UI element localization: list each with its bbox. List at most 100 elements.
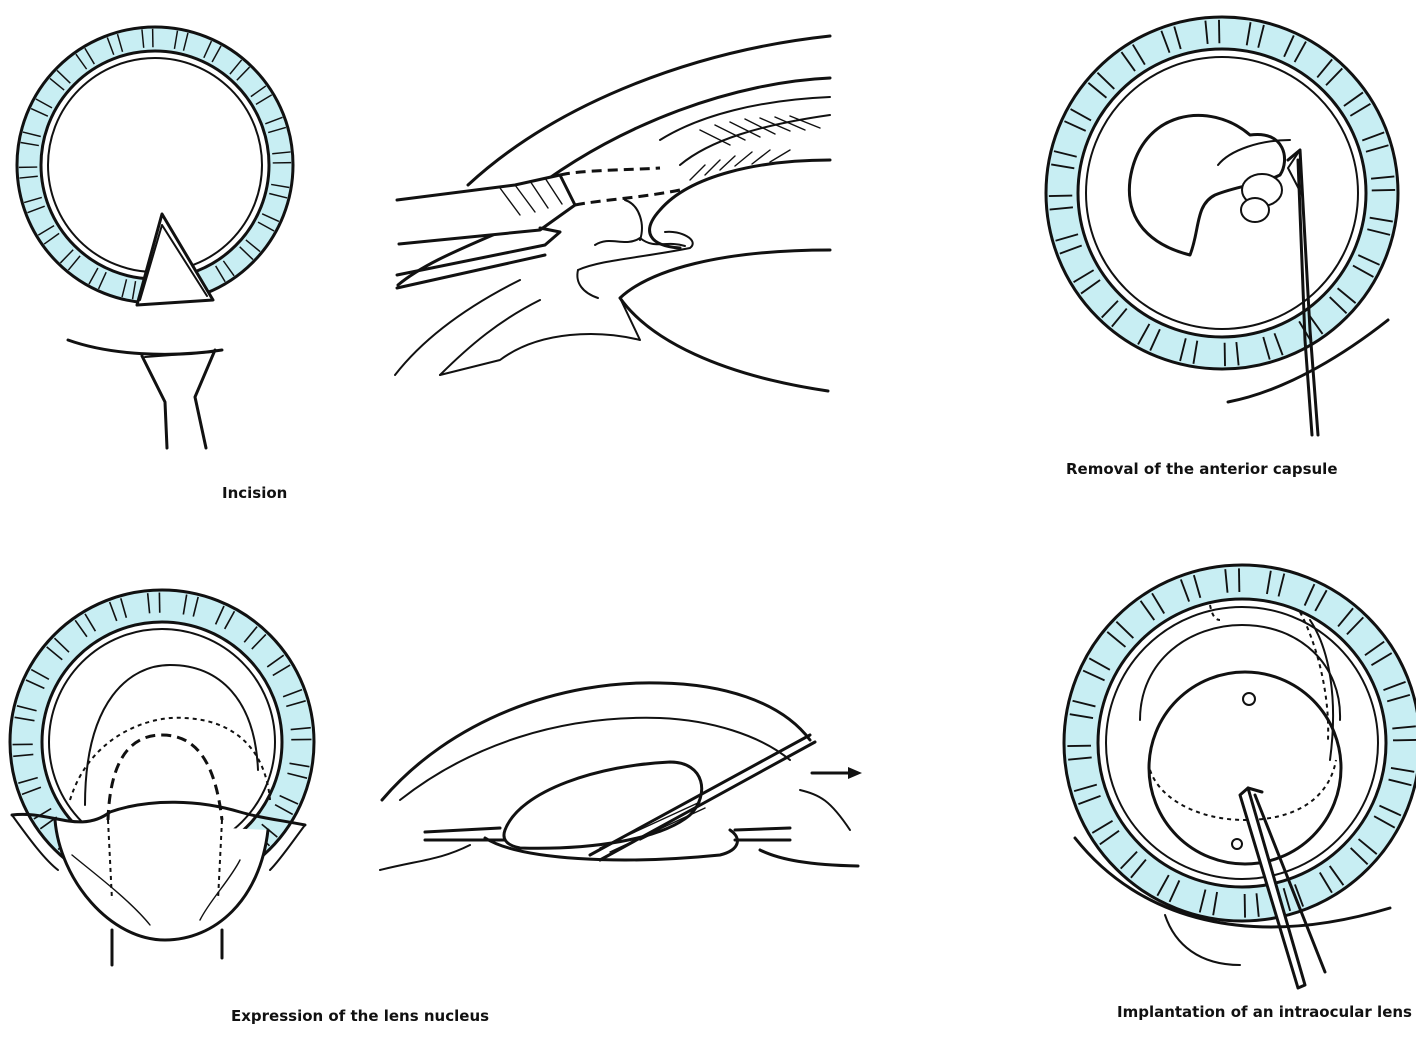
limbus-tick: [75, 53, 88, 70]
limbus-tick: [1369, 216, 1393, 223]
limbus-tick: [274, 803, 294, 816]
limbus-tick: [1314, 589, 1328, 612]
limbus-tick: [59, 249, 74, 264]
limbus-tick: [255, 94, 273, 105]
limbus-tick: [43, 232, 60, 245]
limbus-tick: [1073, 783, 1098, 793]
limbus-tick: [1262, 336, 1271, 360]
limbus-tick: [203, 40, 213, 59]
limbus-tick: [1049, 206, 1074, 211]
limbus-tick: [192, 596, 199, 617]
limbus-tick: [120, 598, 128, 618]
limbus-tick: [56, 69, 71, 84]
limbus-tick: [1386, 693, 1411, 703]
limbus-tick: [1053, 150, 1077, 158]
limbus-tick: [84, 47, 95, 65]
limbus-tick: [1390, 766, 1415, 773]
limbus-tick: [1120, 850, 1138, 870]
limbus-tick: [1151, 592, 1166, 615]
limbus-tick: [1346, 616, 1364, 636]
limbus-tick: [33, 807, 52, 820]
limbus-tick: [1069, 713, 1094, 720]
limbus-tick: [250, 85, 267, 98]
limbus-tick: [223, 610, 236, 630]
limbus-tick: [215, 265, 226, 283]
limbus-tick: [1283, 35, 1295, 58]
cystotome-needle: [1286, 148, 1320, 437]
limbus-tick: [1255, 893, 1260, 917]
limbus-tick: [1080, 279, 1101, 295]
limbus-tick: [74, 619, 88, 638]
lens-nucleus: [502, 760, 704, 850]
limbus-tick: [21, 786, 42, 796]
limbus-tick: [1212, 891, 1219, 916]
limbus-tick: [1224, 569, 1229, 593]
limbus-tick: [1245, 22, 1252, 46]
caption-incision: Incision: [222, 484, 287, 502]
limbus-tick: [25, 679, 45, 690]
limbus-tick: [1265, 570, 1272, 595]
forceps: [1238, 786, 1307, 990]
limbus-ticks: [18, 28, 292, 302]
nucleus-expression-front-view: [8, 588, 316, 967]
limbus-tick: [1059, 244, 1083, 255]
limbus-tick: [1078, 795, 1101, 806]
limbus-tick: [1137, 323, 1151, 345]
anterior-chamber-cross-section: [394, 34, 832, 393]
limbus-tick: [1294, 884, 1305, 907]
limbus-tick: [265, 116, 283, 125]
caption-implant: Implantation of an intraocular lens: [1117, 1003, 1412, 1021]
limbus-tick: [1282, 887, 1292, 912]
limbus-tick: [1192, 574, 1202, 599]
limbus-tick: [1088, 657, 1111, 671]
incision-flap: [135, 212, 215, 307]
limbus-tick: [1198, 889, 1207, 913]
limbus-tick: [30, 668, 50, 681]
limbus-tick: [67, 255, 81, 271]
limbus-tick: [1156, 874, 1170, 897]
nucleus: [53, 818, 270, 942]
limbus-tick: [251, 633, 267, 650]
limbus-tick: [1087, 82, 1108, 99]
limbus-tick: [261, 213, 280, 223]
limbus-tick: [1349, 847, 1369, 865]
capsule-flap: [1127, 113, 1287, 257]
limbus-tick: [1099, 829, 1120, 846]
limbus-tick: [287, 772, 308, 779]
limbus-tick: [1383, 680, 1406, 691]
limbus-tick: [1337, 607, 1354, 628]
limbus-tick: [1367, 228, 1391, 236]
limbus-tick: [1349, 103, 1371, 117]
limbus-tick: [22, 131, 41, 138]
incision-front-view: [15, 25, 295, 307]
limbus-tick: [1055, 233, 1079, 242]
limbus-tick: [1106, 631, 1127, 648]
limbus-tick: [286, 700, 306, 708]
limbus-tick: [290, 726, 311, 731]
limbus-tick: [16, 705, 37, 712]
nucleus-expression-cross-section: [379, 681, 862, 871]
capsule-removal-front-view: [1044, 15, 1400, 437]
limbus-ticks: [1048, 19, 1396, 367]
limbus-tick: [1343, 91, 1364, 107]
limbus-tick: [271, 183, 290, 189]
limbus-tick: [1111, 307, 1128, 328]
limbus-tick: [49, 77, 65, 91]
limbus-tick: [1204, 20, 1209, 45]
limbus-tick: [1096, 72, 1115, 90]
limbus-tick: [1115, 621, 1135, 639]
limbus-tick: [222, 260, 235, 277]
limbus-tick: [182, 594, 188, 615]
limbus-tick: [272, 664, 291, 677]
caption-capsule: Removal of the anterior capsule: [1066, 460, 1338, 478]
limbus-tick: [236, 66, 251, 81]
limbus-tick: [1370, 652, 1393, 667]
limbus-tick: [282, 688, 303, 698]
limbus-tick: [1293, 41, 1307, 63]
limbus-tick: [1361, 131, 1385, 142]
limbus-tick: [35, 98, 53, 109]
limbus-tick: [269, 192, 288, 199]
limbus-tick: [23, 196, 43, 204]
caption-nucleus: Expression of the lens nucleus: [231, 1007, 489, 1025]
limbus-tick: [1352, 264, 1374, 278]
